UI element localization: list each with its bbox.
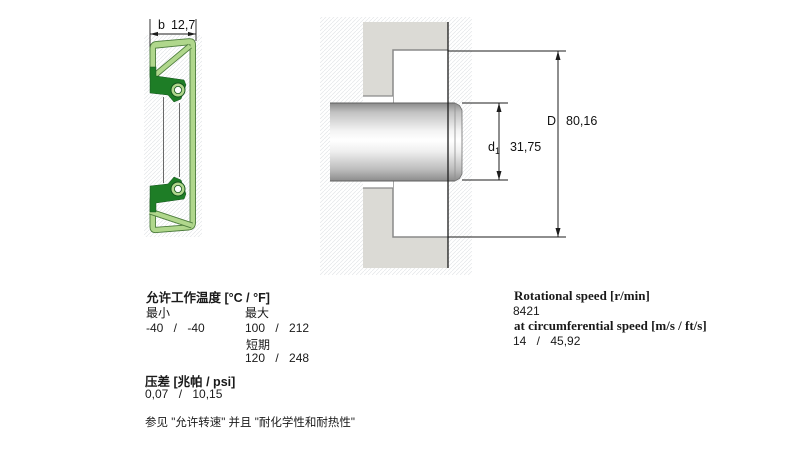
rotational-speed-title: Rotational speed [r/min] — [514, 288, 650, 303]
housing-bore-gap-bottom — [363, 181, 393, 189]
installation-cross-section-drawing — [320, 17, 566, 275]
circumferential-speed-value: 14 / 45,92 — [513, 334, 581, 348]
D-arrow-bottom — [555, 228, 561, 237]
b-arrow-right — [188, 31, 196, 37]
seal-cross-section-drawing — [144, 19, 202, 237]
rotational-speed-value: 8421 — [513, 304, 540, 318]
dimension-label-D: D 80,16 — [547, 114, 597, 128]
temperature-min-label: 最小 — [146, 306, 171, 320]
lip-contact-lines — [163, 97, 180, 183]
dim-b-value: 12,7 — [170, 18, 196, 32]
d1-arrow-bottom — [496, 171, 502, 180]
garter-spring-bottom — [170, 181, 186, 197]
seal-case-struts — [149, 43, 193, 229]
dim-D-value: 80,16 — [566, 114, 598, 128]
dimension-label-b: b 12,7 — [158, 18, 195, 32]
D-dimension-lines — [448, 50, 566, 238]
b-arrow-left — [150, 31, 158, 37]
shaft — [330, 102, 463, 182]
housing-seat-notch-top — [392, 49, 448, 103]
temperature-max-values: 100 / 212 — [245, 321, 310, 335]
temperature-title: 允许工作温度 [°C / °F] — [146, 291, 270, 305]
d1-arrow-top — [496, 103, 502, 112]
temperature-max-label: 最大 — [245, 306, 270, 320]
temperature-min-values: -40 / -40 — [146, 321, 205, 335]
housing-bore-gap-top — [363, 95, 393, 103]
circumferential-speed-title: at circumferential speed [m/s / ft/s] — [514, 318, 707, 333]
D-arrow-top — [555, 51, 561, 60]
garter-spring-top — [170, 82, 186, 98]
dim-d1-symbol: d — [488, 140, 495, 154]
housing-seat-notch-bottom — [392, 181, 448, 238]
temperature-short-term-label: 短期 — [246, 338, 271, 352]
d1-dimension-lines — [462, 102, 508, 181]
pressure-values: 0,07 / 10,15 — [145, 387, 223, 401]
dim-d1-value: 31,75 — [509, 140, 542, 154]
dim-d1-subscript: 1 — [494, 146, 500, 156]
temperature-short-term-values: 120 / 248 — [245, 351, 310, 365]
reference-note: 参见 "允许转速" 并且 "耐化学性和耐热性" — [145, 417, 355, 429]
pressure-title: 压差 [兆帕 / psi] — [145, 375, 236, 389]
dim-b-symbol: b — [158, 18, 165, 32]
dim-D-symbol: D — [547, 114, 557, 128]
